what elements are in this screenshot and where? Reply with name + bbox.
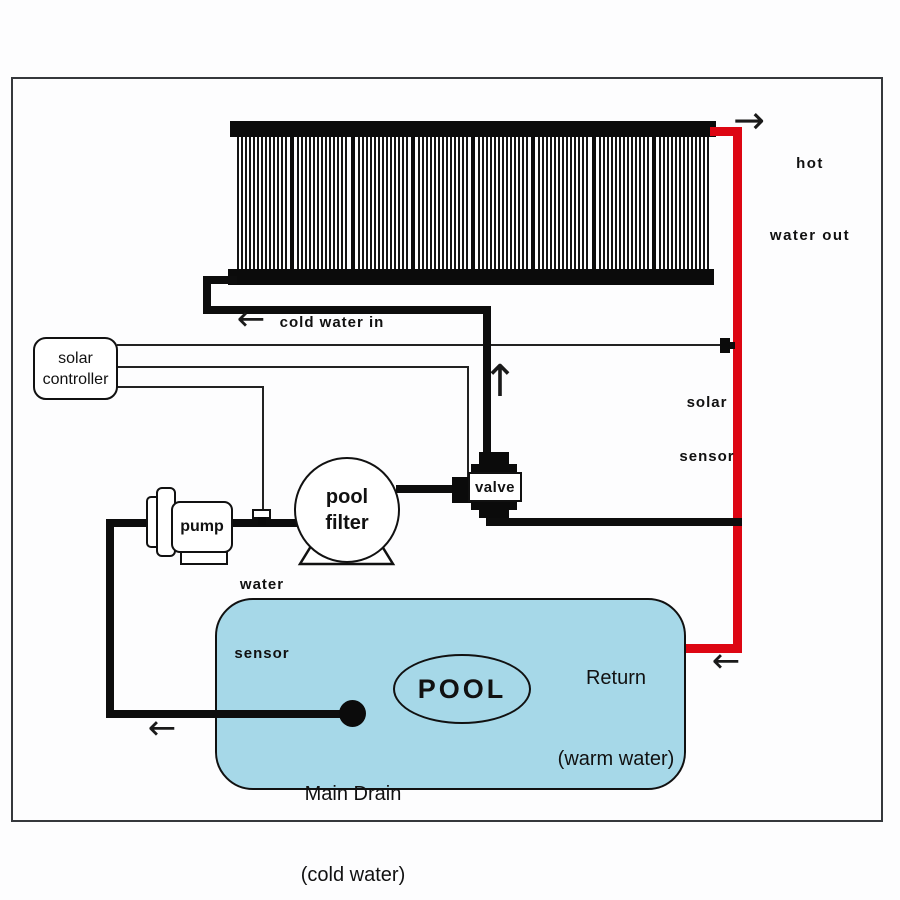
valve-box: valve — [468, 472, 522, 502]
pool-filter-label-line2: filter — [325, 512, 369, 534]
main-drain-label-line1: Main Drain — [304, 783, 402, 805]
arrow-left-icon: ← — [236, 299, 266, 339]
solar-sensor-mount — [730, 342, 735, 349]
valve-label: valve — [474, 478, 516, 496]
water-sensor-wire-horizontal — [117, 386, 264, 388]
pool-filter: pool filter — [294, 457, 400, 563]
valve-bypass-pipe — [486, 518, 742, 526]
solar-controller-box: solar controller — [33, 337, 118, 400]
collector-bottom-header — [228, 269, 714, 285]
pump: pump — [171, 501, 233, 553]
valve-top-fitting — [479, 452, 509, 464]
pump-label: pump — [180, 518, 224, 535]
valve-wire-vertical — [467, 366, 469, 478]
suction-pipe-vertical — [106, 519, 114, 718]
pool-filter-label-line1: pool — [325, 486, 369, 508]
solar-collector-tubes — [237, 137, 709, 269]
hot-water-out-line2: water out — [769, 227, 851, 244]
return-label-line2: (warm water) — [557, 748, 675, 770]
collector-tube-separator — [591, 137, 596, 269]
solar-sensor-label-line2: sensor — [679, 448, 735, 465]
valve-top-flange — [471, 464, 517, 474]
filter-to-valve-pipe — [396, 485, 458, 493]
collector-tube-separator — [290, 137, 295, 269]
valve-wire-horizontal — [117, 366, 469, 368]
arrow-left-icon: ← — [147, 708, 177, 748]
valve-left-fitting — [452, 477, 472, 503]
cold-water-pipe-connector — [203, 276, 237, 284]
cold-water-in-label: cold water in — [279, 314, 385, 331]
collector-tube-separator — [471, 137, 475, 269]
collector-tube-separator — [531, 137, 536, 269]
return-label: Return (warm water) — [536, 611, 696, 827]
pump-to-filter-pipe — [230, 519, 302, 527]
collector-tube-group — [658, 137, 709, 269]
water-sensor-label-line1: water — [239, 576, 285, 593]
collector-tube-group — [237, 137, 288, 269]
pool-ellipse: POOL — [393, 654, 531, 724]
pool-label: POOL — [417, 673, 507, 704]
water-sensor-label: water sensor — [212, 527, 312, 711]
collector-tube-group — [417, 137, 468, 269]
hot-water-out-label: hot water out — [745, 104, 875, 296]
main-drain-outlet — [339, 700, 366, 727]
solar-sensor-label-line1: solar — [686, 394, 728, 411]
water-sensor-stem — [258, 517, 266, 525]
valve-bottom-fitting — [479, 510, 509, 518]
main-drain-pipe — [106, 710, 356, 718]
collector-tube-group — [538, 137, 589, 269]
collector-tube-group — [357, 137, 408, 269]
main-drain-label-line2: (cold water) — [300, 864, 406, 886]
solar-controller-label-line2: controller — [42, 370, 109, 388]
solar-sensor-icon — [720, 338, 730, 353]
return-label-line1: Return — [585, 667, 647, 689]
pump-inlet-pipe — [106, 519, 150, 527]
main-drain-label: Main Drain (cold water) — [273, 727, 433, 900]
arrow-up-icon: ↑ — [481, 355, 519, 407]
hot-water-pipe-to-pool — [686, 644, 742, 653]
valve-bottom-flange — [471, 500, 517, 510]
collector-tube-separator — [410, 137, 415, 269]
water-sensor-wire-vertical — [262, 386, 264, 516]
diagram-border — [11, 77, 883, 822]
water-sensor-label-line2: sensor — [234, 645, 290, 662]
hot-water-pipe-vertical — [733, 127, 742, 653]
collector-tube-separator — [350, 137, 355, 269]
cold-water-pipe-riser — [203, 276, 211, 314]
collector-tube-group — [297, 137, 348, 269]
hot-water-out-line1: hot — [796, 155, 824, 172]
collector-tube-group — [478, 137, 529, 269]
hot-water-pipe-top — [710, 127, 742, 136]
collector-tube-separator — [651, 137, 656, 269]
cold-water-pipe-horizontal — [203, 306, 491, 314]
collector-tube-group — [598, 137, 649, 269]
collector-top-header — [230, 121, 716, 137]
solar-sensor-label: solar sensor — [657, 358, 757, 502]
arrow-left-icon: ← — [711, 641, 741, 681]
solar-controller-label-line1: solar — [58, 349, 93, 367]
arrow-right-icon: → — [733, 98, 765, 142]
valve-to-collector-pipe — [483, 306, 491, 464]
solar-sensor-wire — [117, 344, 723, 346]
